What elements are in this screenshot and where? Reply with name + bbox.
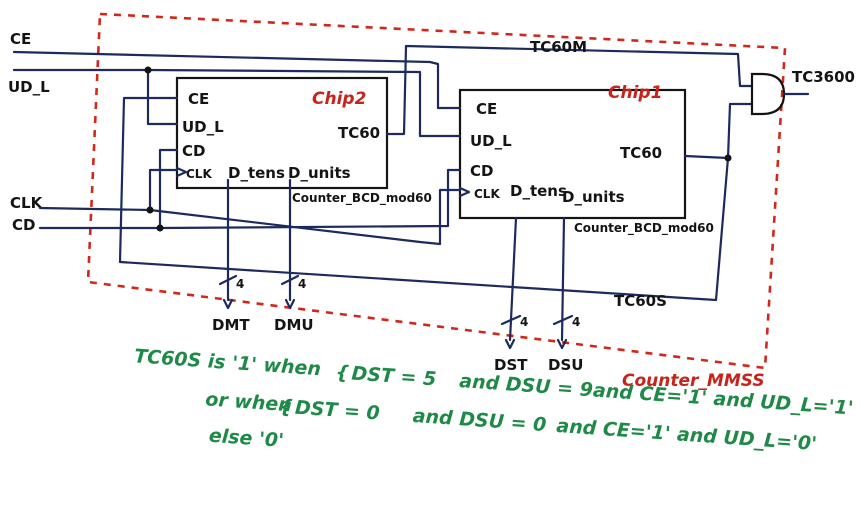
wire-chip1-tc60 (683, 102, 754, 160)
chip1-pin-ud-l: UD_L (470, 132, 512, 150)
note-line1a: TC60S is '1' when (134, 345, 322, 380)
input-ce-label: CE (10, 30, 31, 48)
bus-dmt-label: DMT (212, 316, 250, 334)
bus-dsu-arrow (556, 338, 568, 350)
chip2-pin-d-tens: D_tens (228, 164, 285, 182)
input-clk-label: CLK (10, 194, 44, 212)
chip2-type: Counter_BCD_mod60 (292, 191, 432, 206)
chip2-pin-ce: CE (188, 90, 209, 108)
junction-ud-l (144, 66, 152, 74)
note-line3: else '0' (208, 425, 284, 452)
note-line2c: and DSU = 0 (412, 405, 547, 436)
note-line1b: DST = 5 (351, 363, 437, 391)
note-line2d: and CE='1' and UD_L='0' (556, 415, 818, 455)
bus-dst-slash (500, 314, 522, 326)
note-line2b: DST = 0 (294, 397, 380, 425)
bus-dmt-slash (218, 274, 238, 286)
junction-tc60s (724, 154, 732, 162)
bus-dmu-slash (280, 274, 300, 286)
wire-tc60m (385, 44, 754, 136)
and-gate (750, 72, 786, 116)
tc60m-label: TC60M (530, 38, 587, 56)
input-ud-l-label: UD_L (8, 78, 50, 96)
bus-dst-width: 4 (520, 315, 528, 329)
chip2-pin-cd: CD (182, 142, 205, 160)
wire-ud-l (12, 68, 462, 138)
chip1-pin-d-tens: D_tens (510, 182, 567, 200)
chip1-pin-cd: CD (470, 162, 493, 180)
bus-dmt-arrow (222, 298, 234, 310)
note-brace-1: { (335, 361, 350, 384)
bus-dmu-arrow (284, 298, 296, 310)
chip2-pin-tc60: TC60 (338, 124, 380, 142)
bus-dmt-width: 4 (236, 277, 244, 291)
chip2-clock-triangle (175, 166, 188, 178)
bus-dsu-label: DSU (548, 356, 583, 374)
chip1-pin-ce: CE (476, 100, 497, 118)
chip1-clock-triangle (458, 186, 471, 198)
bus-dst-label: DST (494, 356, 528, 374)
chip1-name: Chip1 (608, 83, 662, 103)
chip2-pin-ud-l: UD_L (182, 118, 224, 136)
note-block: TC60S is '1' when { DST = 5 and DSU = 9 … (134, 345, 855, 455)
chip2-pin-d-units: D_units (288, 164, 351, 182)
input-cd-label: CD (12, 216, 35, 234)
bus-dmu-label: DMU (274, 316, 314, 334)
wire-tc60s (118, 96, 730, 302)
bus-dst-arrow (504, 338, 516, 350)
chip1-pin-d-units: D_units (562, 188, 625, 206)
counter-mmss-border (86, 12, 787, 370)
note-brace-2: { (278, 396, 293, 419)
tc60s-label: TC60S (614, 292, 667, 310)
bus-dmu-width: 4 (298, 277, 306, 291)
wire-cd-to-chip2 (158, 148, 179, 230)
bus-dsu-width: 4 (572, 315, 580, 329)
chip1-block (458, 88, 687, 220)
chip1-pin-tc60: TC60 (620, 144, 662, 162)
junction-cd (156, 224, 164, 232)
output-tc3600-label: TC3600 (792, 68, 855, 86)
junction-clk (146, 206, 154, 214)
bus-dst (508, 216, 518, 342)
bus-dsu (560, 216, 566, 342)
chip2-name: Chip2 (312, 89, 366, 109)
bus-dsu-slash (552, 314, 574, 326)
wire-clk (38, 188, 462, 246)
wire-ce (12, 50, 462, 110)
chip1-type: Counter_BCD_mod60 (574, 221, 714, 236)
wire-ud-l-to-chip2 (146, 68, 179, 126)
chip2-pin-clk: CLK (186, 167, 212, 181)
counter-mmss-label: Counter_MMSS (622, 371, 765, 391)
chip1-pin-clk: CLK (474, 187, 500, 201)
wire-clk-to-chip2 (148, 168, 179, 212)
note-line1c: and DSU = 9 (459, 370, 594, 401)
